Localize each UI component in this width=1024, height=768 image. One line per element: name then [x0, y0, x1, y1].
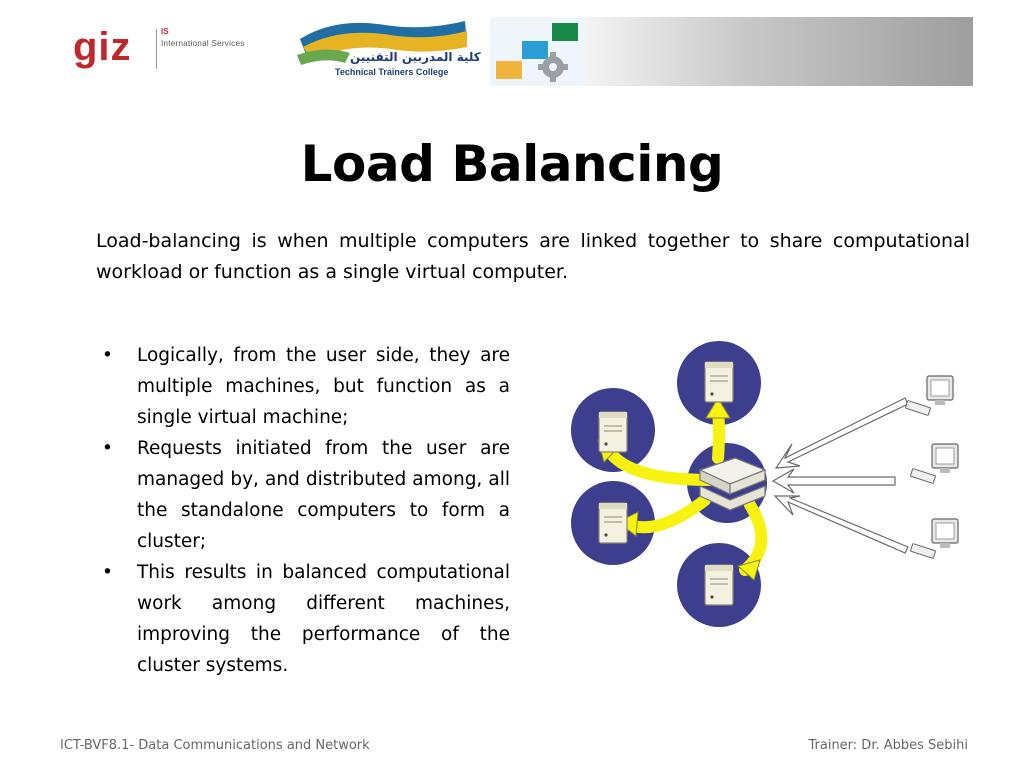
- college-logo: كلية المدربين التقنيين Technical Trainer…: [295, 17, 490, 86]
- load-balancer-icon: [698, 457, 767, 511]
- giz-services-label: International Services: [161, 39, 245, 48]
- slide-title: Load Balancing: [300, 135, 724, 193]
- header-banner: giz IS International Services كلية المدر…: [55, 17, 973, 86]
- server-icon: [598, 411, 628, 453]
- college-english-name: Technical Trainers College: [335, 67, 449, 77]
- footer-trainer: Trainer: Dr. Abbes Sebihi: [808, 738, 968, 753]
- bullet-item: • Requests initiated from the user are ma…: [102, 433, 510, 557]
- server-icon: [704, 361, 734, 403]
- header-gradient: [586, 17, 973, 86]
- giz-logo-text: giz: [73, 25, 132, 69]
- bullet-marker: •: [102, 562, 113, 583]
- server-icon: [704, 564, 734, 606]
- giz-is-label: IS: [161, 27, 169, 36]
- computer-icon: [904, 375, 954, 417]
- bullet-item: • Logically, from the user side, they are…: [102, 340, 510, 433]
- college-emblem-icon: [297, 21, 467, 65]
- intro-paragraph: Load-balancing is when multiple computer…: [96, 230, 970, 283]
- bullet-text: Requests initiated from the user are man…: [137, 438, 510, 552]
- bullet-marker: •: [102, 345, 113, 366]
- bullet-text: Logically, from the user side, they are …: [137, 345, 510, 428]
- gear-emblem: [490, 17, 586, 86]
- bullet-item: • This results in balanced computational …: [102, 557, 510, 681]
- college-arabic-name: كلية المدربين التقنيين: [350, 50, 481, 64]
- bullet-marker: •: [102, 438, 113, 459]
- server-icon: [598, 502, 628, 544]
- gear-icon: [496, 23, 578, 82]
- giz-logo: giz IS International Services: [55, 17, 295, 86]
- logo-divider: [156, 29, 157, 69]
- bullet-text: This results in balanced computational w…: [137, 562, 510, 676]
- computer-icon: [909, 518, 959, 560]
- load-balancing-diagram: [571, 341, 959, 627]
- footer-course: ICT-BVF8.1- Data Communications and Netw…: [60, 738, 370, 753]
- bullet-list: • Logically, from the user side, they are…: [102, 340, 510, 681]
- computer-icon: [909, 443, 959, 485]
- request-arrows: [771, 397, 909, 554]
